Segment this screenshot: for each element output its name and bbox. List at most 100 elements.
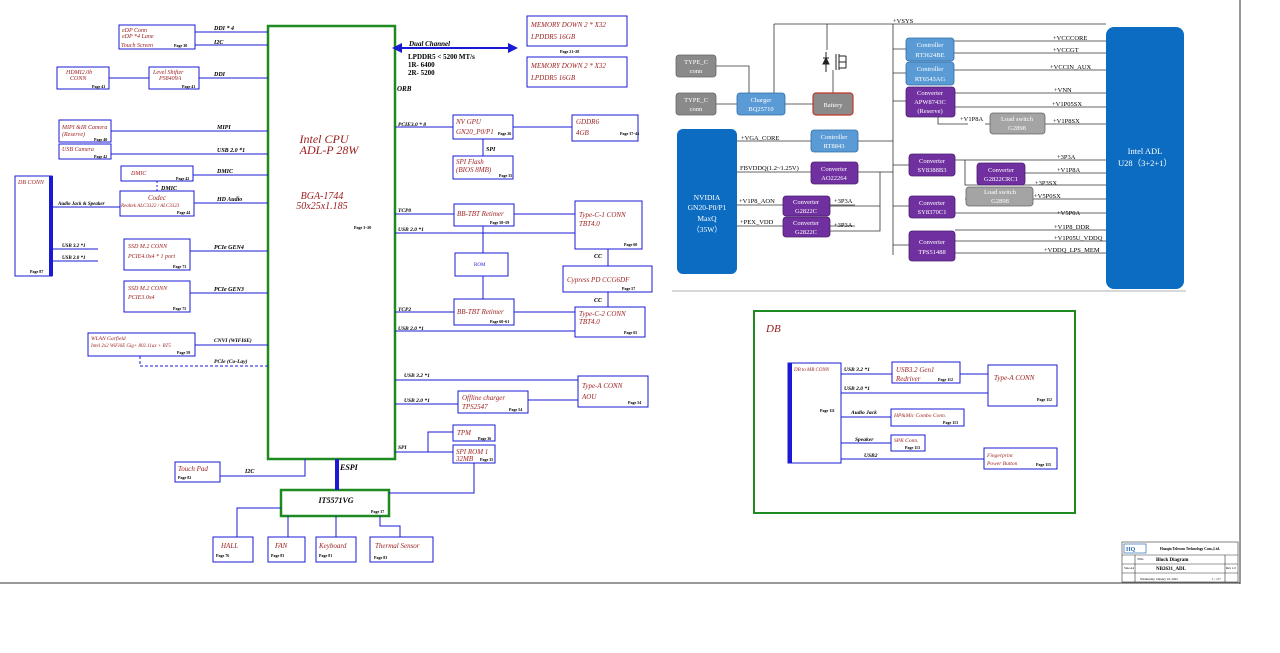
thermal-sensor-label: Thermal Sensor <box>375 542 420 550</box>
apw8743c-box <box>905 86 956 118</box>
rt8843-line1: Controller <box>821 134 849 141</box>
wlan-pcie-colay-line <box>139 356 268 367</box>
company-name: Huaqin Telecom Technology Com.,Ltd. <box>1160 547 1220 551</box>
hdmi-page: Page 41 <box>92 84 105 89</box>
db-spk-label: SPK Conn. <box>894 438 918 444</box>
keyboard-page: Page 81 <box>319 553 332 558</box>
spi-flash-size: (BIOS 8MB) <box>456 166 492 174</box>
rail-v1p8sx: +V1P8SX <box>1053 118 1080 125</box>
vga-core-label: +VGA_CORE <box>741 135 779 142</box>
spirom-label: SPI ROM 1 <box>456 448 488 456</box>
dual-channel-2r: 2R- 5200 <box>408 69 435 77</box>
memory-page: Page 21~28 <box>560 49 579 54</box>
title-label: Title <box>1137 557 1144 561</box>
ddi-label: DDI <box>213 72 226 78</box>
offline-charger-page: Page 54 <box>509 407 522 412</box>
db-redriver-line1: USB3.2 Gen1 <box>896 366 935 374</box>
p3p3a-2-label: +3P3A <box>834 222 853 229</box>
load-switch-b-box <box>965 186 1034 207</box>
size-value: Size A4 <box>1124 566 1134 570</box>
apw8743c-line3: (Reserve) <box>917 108 942 115</box>
ssd1-label: SSD M.2 CONN <box>128 244 168 250</box>
project-value: NB2631_ADL <box>1156 567 1187 572</box>
touch-pad-label: Touch Pad <box>178 465 208 473</box>
rail-v1p8a: +V1P8A <box>1057 167 1080 174</box>
load-switch-a-line1: Load switch <box>1001 116 1034 123</box>
usb32-label: USB 3.2 *1 <box>404 372 430 379</box>
level-shifter-part: PS8409A <box>158 75 182 82</box>
hdmi-conn-label: CONN <box>70 76 87 82</box>
typec2-tbt: TBT4.0 <box>579 318 600 326</box>
v1p8-aon-label: +V1P8_AON <box>739 198 775 205</box>
db-redriver-line2: Redriver <box>895 375 921 383</box>
wlan-spec: Intel 2x2 WiFi6E Gig+ 802.11ax + BT5 <box>90 344 171 349</box>
touchpad-i2c-line <box>220 459 306 477</box>
db-usb32-label: USB 3.2 *1 <box>62 244 85 249</box>
intel-adl-box <box>1106 27 1184 289</box>
typec-b-line1: TYPE_C <box>684 97 708 104</box>
db-to-mb-page: Page 111 <box>820 408 835 413</box>
rail-v1p05u-vddq: +V1P05U_VDDQ <box>1054 235 1103 242</box>
retimer1-label: BB-TBT Retimer <box>457 210 504 218</box>
typec1-tbt: TBT4.0 <box>579 220 600 228</box>
dual-channel-speed: LPDDR5 < 5200 MT/s <box>408 53 475 61</box>
mosfet-icon <box>822 52 847 72</box>
g2822c-1-box <box>782 195 831 217</box>
level-shifter-page: Page 41 <box>182 84 195 89</box>
rail-v1p05sx: +V1P05SX <box>1052 101 1082 108</box>
typec1-page: Page 60 <box>624 242 637 247</box>
ssd2-page: Page 75 <box>173 306 186 311</box>
sy8370c1-box <box>908 195 956 219</box>
nvidia-line2: GN20-P0/P1 <box>688 203 727 212</box>
db-fp-page: Page 115 <box>1036 462 1051 467</box>
ssd1-page: Page 73 <box>173 264 186 269</box>
battery-label: Battery <box>823 102 843 109</box>
touch-pad-box <box>174 461 221 483</box>
typea-aou: AOU <box>581 393 597 401</box>
p3p3a-1-label: +3P3A <box>834 198 853 205</box>
usb20-cam-label: USB 2.0 *1 <box>217 147 245 154</box>
db-typea-label: Type-A CONN <box>994 374 1035 382</box>
retimer1-page: Page 58~59 <box>490 220 509 225</box>
ec-label: IT5571VG <box>317 496 353 505</box>
sy8388b3-line2: SY8388B3 <box>918 167 947 174</box>
ao22264-line2: AO22264 <box>821 175 847 182</box>
dmic-link-label: DMIC <box>216 169 234 175</box>
load-switch-b-line1: Load switch <box>984 189 1017 196</box>
rail-v1p8-ddr: +V1P8_DDR <box>1054 224 1090 231</box>
cc2-label: CC <box>594 298 603 304</box>
sy8388b3-box <box>908 153 956 177</box>
company-logo-mark: HQ <box>1126 547 1136 553</box>
load-switch-a-box <box>989 112 1046 135</box>
ao22264-box <box>810 161 859 185</box>
mipi-camera-label: MIPI &IR Camera <box>61 125 107 131</box>
db-audio-label: Audio Jack <box>850 410 877 416</box>
tps51488-line2: TPS51488 <box>918 249 945 256</box>
dmic-mid-label: DMIC <box>160 186 178 192</box>
db-to-mb-box <box>787 362 842 464</box>
rail-lines-top <box>954 40 1106 125</box>
db-board-frame <box>753 310 1076 514</box>
gddr6-box <box>571 114 639 142</box>
touch-screen-label: Touch Screen <box>121 43 153 49</box>
typec-b-line2: conn <box>690 106 703 113</box>
hall-label: HALL <box>220 542 238 550</box>
sheet-value: 1 / 117 <box>1212 577 1221 581</box>
rom-box <box>454 252 509 277</box>
pcie-colay-label: PCIe (Co-Lay) <box>214 358 248 365</box>
nvidia-line4: （35W） <box>692 225 722 234</box>
memory1-line1: MEMORY DOWN 2 * X32 <box>530 21 606 29</box>
memory1-line2: LPDDR5 16GB <box>530 33 576 41</box>
typec2-page: Page 65 <box>624 330 637 335</box>
db-redriver-box <box>891 361 961 384</box>
gpu-spi-label: SPI <box>486 147 496 153</box>
spi2-label: SPI <box>398 445 407 451</box>
db-conn-box <box>14 175 53 277</box>
vsys-label: +VSYS <box>893 18 914 25</box>
db-conn-page: Page 87 <box>30 269 43 274</box>
rt3624be-line1: Controller <box>917 42 945 49</box>
intel-adl-line2: U28（3+2+1） <box>1118 158 1172 168</box>
db-spk-page: Page 113 <box>905 445 920 450</box>
nv-gpu-model: GN20_P0/P1 <box>456 128 494 136</box>
rail-vccin-aux: +VCCIN_AUX <box>1050 64 1092 71</box>
